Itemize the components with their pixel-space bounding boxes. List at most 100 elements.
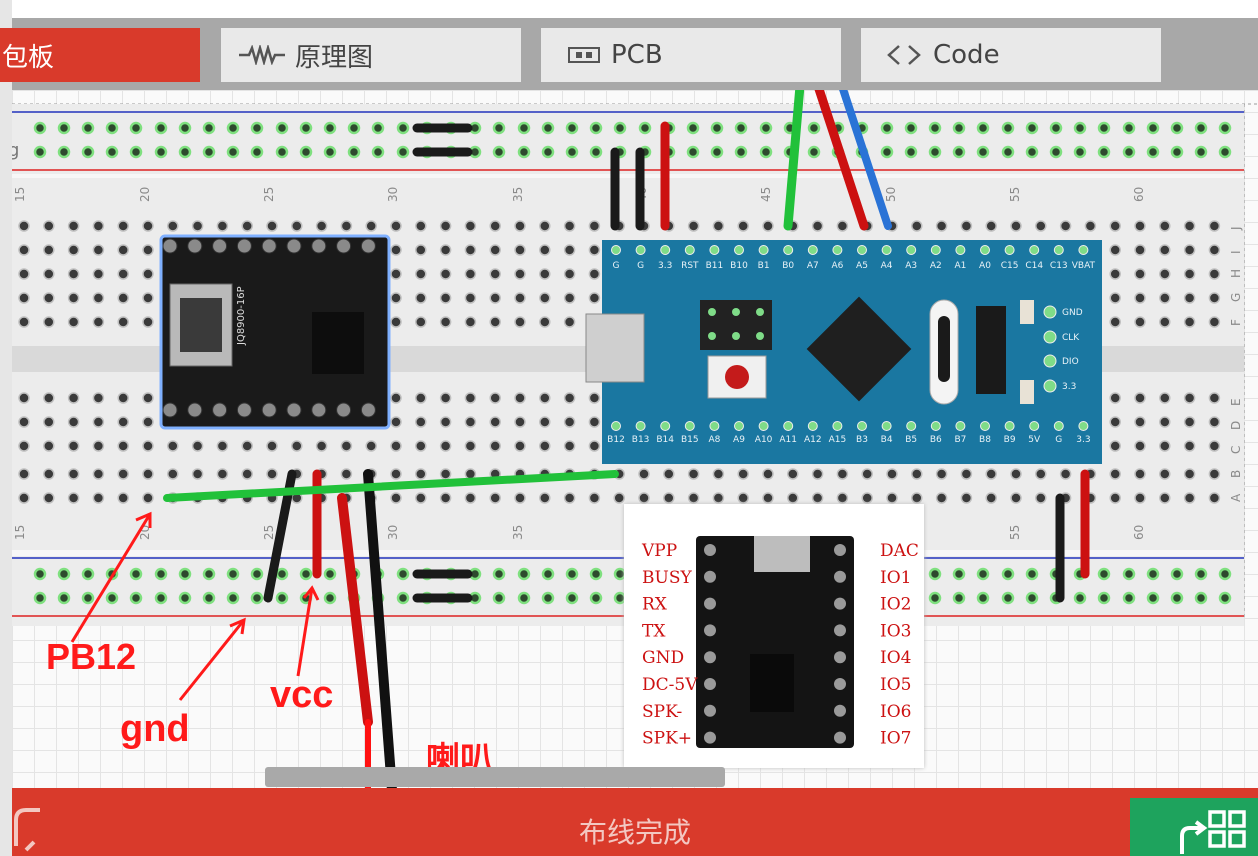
breadboard-hole[interactable]	[18, 316, 30, 328]
wire-green-pb12[interactable]	[163, 470, 619, 502]
breadboard-hole[interactable]	[67, 492, 80, 504]
breadboard-hole[interactable]	[588, 292, 601, 304]
tab-code[interactable]: Code	[861, 28, 1161, 82]
breadboard-hole[interactable]	[514, 392, 526, 404]
breadboard-hole[interactable]	[142, 244, 154, 256]
breadboard-hole[interactable]	[191, 440, 204, 452]
breadboard-hole[interactable]	[1208, 392, 1221, 404]
breadboard-hole[interactable]	[241, 220, 253, 232]
stm32-pin[interactable]	[1053, 245, 1064, 255]
breadboard-hole[interactable]	[67, 392, 80, 404]
stm32-pin[interactable]	[881, 421, 892, 431]
stm32-pin[interactable]	[1029, 245, 1040, 255]
breadboard-hole[interactable]	[67, 440, 80, 452]
breadboard-hole[interactable]	[117, 492, 129, 504]
stm32-pin[interactable]	[955, 421, 966, 431]
breadboard-hole[interactable]	[439, 392, 452, 404]
breadboard-hole[interactable]	[18, 244, 30, 256]
breadboard-hole[interactable]	[340, 468, 353, 480]
breadboard-hole[interactable]	[1146, 591, 1160, 605]
breadboard-hole[interactable]	[563, 220, 576, 232]
breadboard-hole[interactable]	[514, 220, 526, 232]
breadboard-hole[interactable]	[43, 316, 55, 328]
breadboard-hole[interactable]	[216, 468, 229, 480]
breadboard-hole[interactable]	[1010, 220, 1022, 232]
breadboard-hole[interactable]	[514, 492, 526, 504]
breadboard-hole[interactable]	[712, 468, 725, 480]
breadboard-hole[interactable]	[43, 220, 55, 232]
stm32-pin[interactable]	[1078, 245, 1089, 255]
breadboard-hole[interactable]	[1122, 567, 1136, 581]
breadboard-hole[interactable]	[638, 121, 652, 135]
breadboard-hole[interactable]	[1001, 567, 1015, 581]
breadboard-hole[interactable]	[836, 468, 849, 480]
breadboard-hole[interactable]	[323, 567, 337, 581]
breadboard-hole[interactable]	[638, 468, 650, 480]
breadboard-hole[interactable]	[1073, 145, 1087, 159]
breadboard-hole[interactable]	[638, 492, 650, 504]
breadboard-hole[interactable]	[117, 416, 129, 428]
wire-speaker-black[interactable]	[363, 469, 397, 790]
breadboard-hole[interactable]	[960, 220, 973, 232]
breadboard-hole[interactable]	[1208, 220, 1221, 232]
breadboard-hole[interactable]	[43, 492, 55, 504]
breadboard-hole[interactable]	[1001, 145, 1015, 159]
breadboard-hole[interactable]	[1159, 244, 1171, 256]
breadboard-hole[interactable]	[687, 492, 700, 504]
breadboard-hole[interactable]	[1159, 392, 1171, 404]
breadboard-hole[interactable]	[390, 440, 402, 452]
breadboard-hole[interactable]	[18, 392, 30, 404]
breadboard-hole[interactable]	[1183, 244, 1196, 256]
breadboard-hole[interactable]	[57, 591, 71, 605]
wires[interactable]	[163, 90, 1090, 790]
breadboard-hole[interactable]	[886, 492, 898, 504]
breadboard-hole[interactable]	[687, 468, 700, 480]
breadboard-hole[interactable]	[275, 591, 289, 605]
breadboard-hole[interactable]	[588, 392, 601, 404]
breadboard-hole[interactable]	[92, 440, 105, 452]
breadboard-hole[interactable]	[67, 316, 80, 328]
breadboard-hole[interactable]	[396, 145, 410, 159]
breadboard-hole[interactable]	[836, 220, 849, 232]
breadboard-hole[interactable]	[415, 392, 427, 404]
breadboard-hole[interactable]	[323, 591, 337, 605]
breadboard-hole[interactable]	[275, 121, 289, 135]
breadboard-hole[interactable]	[517, 591, 531, 605]
breadboard-hole[interactable]	[807, 121, 821, 135]
stm32-pin[interactable]	[980, 421, 990, 431]
breadboard-hole[interactable]	[985, 468, 997, 480]
breadboard-hole[interactable]	[1025, 567, 1039, 581]
breadboard-hole[interactable]	[191, 220, 204, 232]
breadboard-hole[interactable]	[686, 145, 700, 159]
breadboard-hole[interactable]	[202, 591, 216, 605]
breadboard-hole[interactable]	[1183, 292, 1196, 304]
breadboard-hole[interactable]	[904, 121, 918, 135]
breadboard-hole[interactable]	[43, 292, 55, 304]
stm32-pin[interactable]	[1004, 245, 1015, 255]
breadboard-hole[interactable]	[1010, 492, 1022, 504]
breadboard-hole[interactable]	[464, 392, 477, 404]
breadboard-hole[interactable]	[1208, 416, 1221, 428]
breadboard-hole[interactable]	[517, 121, 531, 135]
breadboard-hole[interactable]	[1109, 468, 1121, 480]
breadboard-hole[interactable]	[492, 145, 506, 159]
breadboard-hole[interactable]	[1134, 220, 1146, 232]
breadboard-hole[interactable]	[588, 244, 601, 256]
breadboard-hole[interactable]	[92, 492, 105, 504]
breadboard-hole[interactable]	[464, 416, 477, 428]
breadboard-hole[interactable]	[1122, 591, 1136, 605]
breadboard-hole[interactable]	[807, 145, 821, 159]
breadboard-hole[interactable]	[439, 416, 452, 428]
breadboard-hole[interactable]	[1146, 145, 1160, 159]
breadboard-hole[interactable]	[563, 268, 576, 280]
breadboard-hole[interactable]	[57, 567, 71, 581]
breadboard-hole[interactable]	[1159, 316, 1171, 328]
breadboard-hole[interactable]	[762, 468, 774, 480]
breadboard-hole[interactable]	[266, 220, 278, 232]
stm32-pin[interactable]	[783, 245, 794, 255]
breadboard-hole[interactable]	[734, 145, 748, 159]
breadboard-hole[interactable]	[202, 567, 216, 581]
stm32-pin[interactable]	[906, 245, 917, 255]
breadboard-hole[interactable]	[1073, 591, 1087, 605]
breadboard-hole[interactable]	[565, 567, 579, 581]
